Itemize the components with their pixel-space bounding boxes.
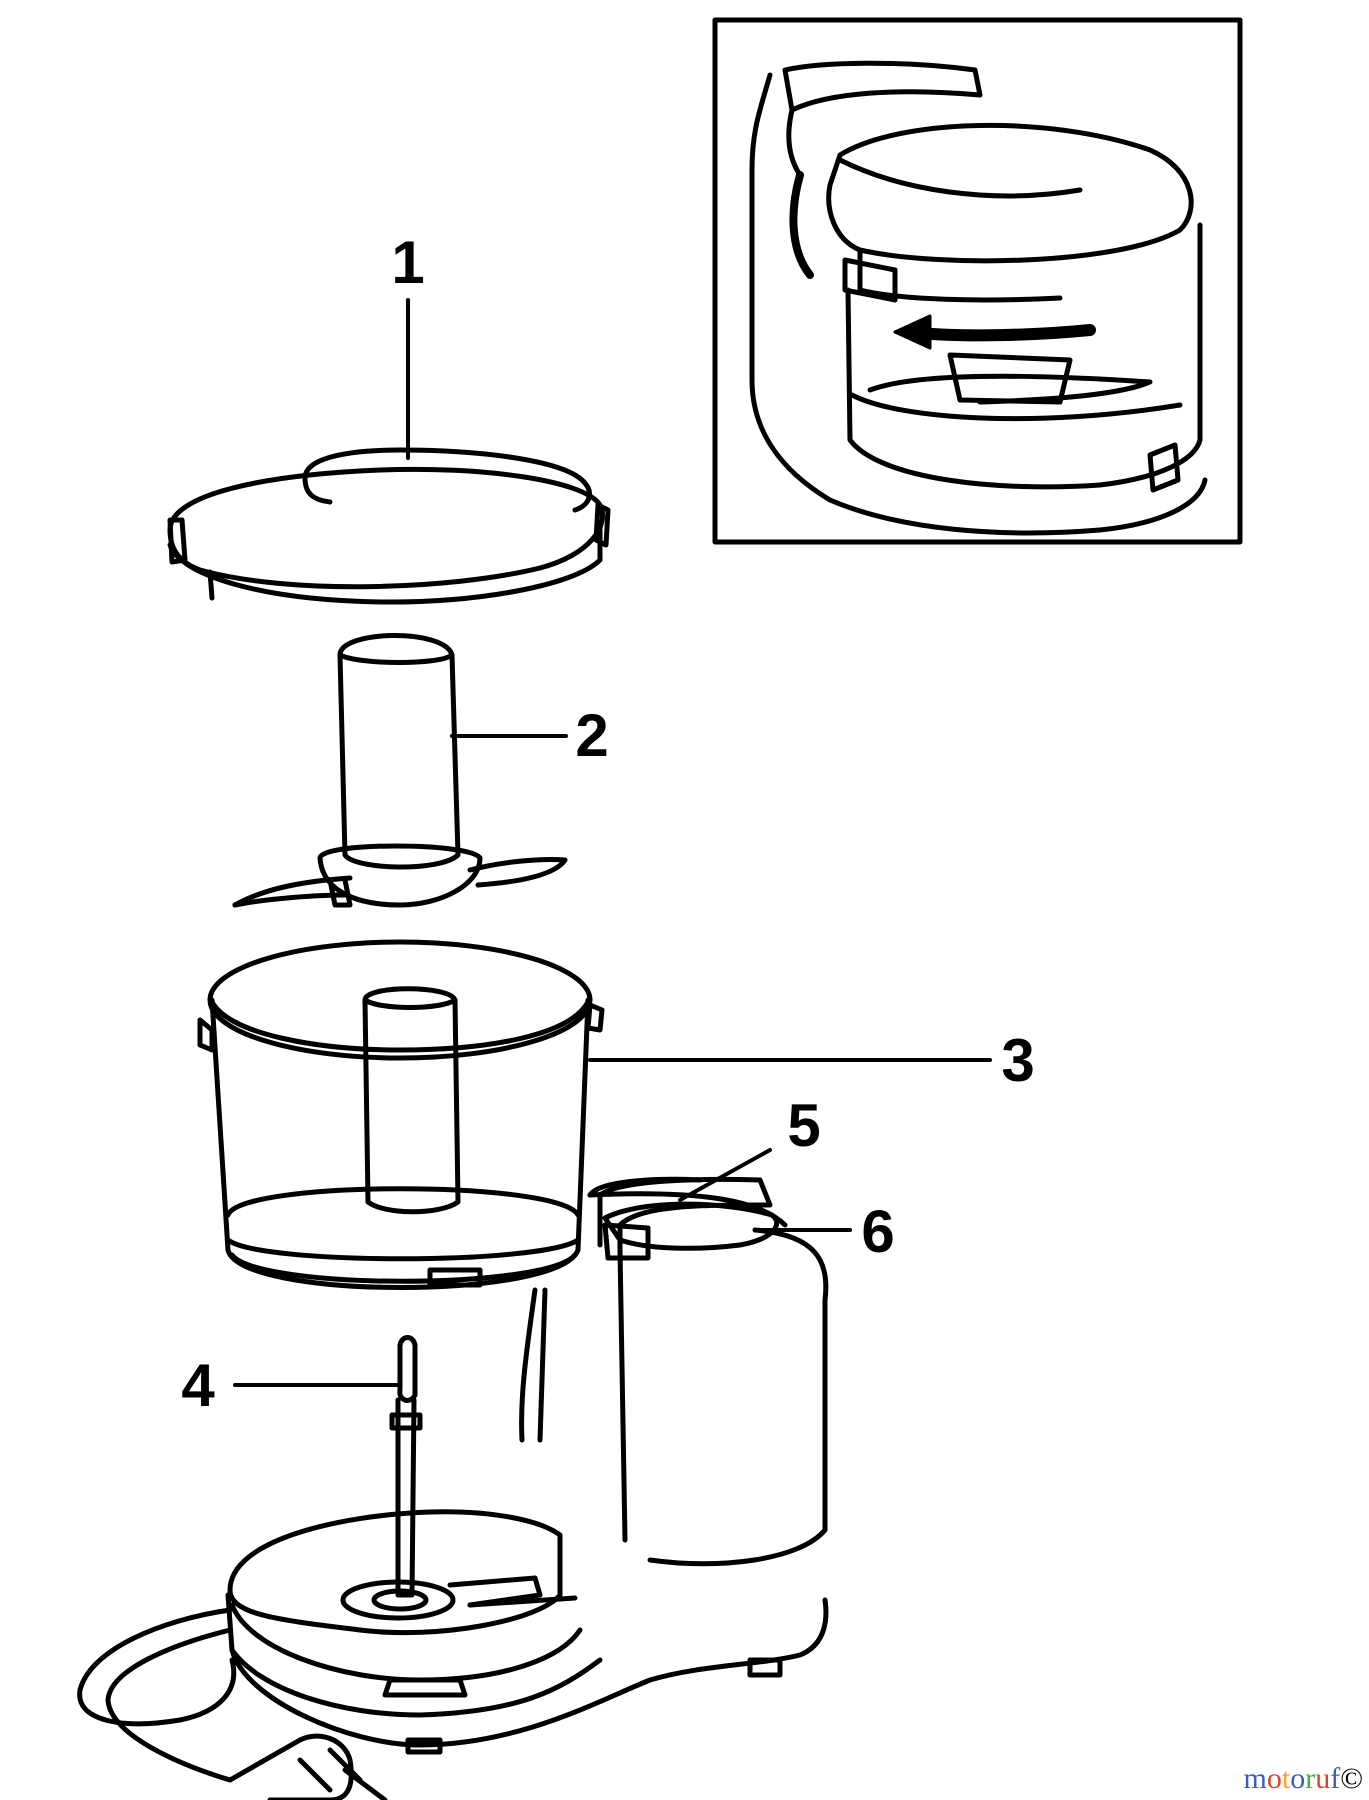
part-blade-assembly (232, 633, 568, 908)
watermark-logo: motoruf© (1244, 1762, 1363, 1796)
watermark-letter: m (1243, 1762, 1267, 1795)
watermark-copyright: © (1340, 1762, 1363, 1795)
watermark-letter: f (1330, 1762, 1341, 1795)
watermark-letter: o (1290, 1762, 1306, 1795)
watermark-letter: u (1315, 1762, 1331, 1795)
callout-1: 1 (391, 229, 424, 296)
callout-4: 4 (181, 1352, 215, 1419)
watermark-letter: o (1266, 1762, 1282, 1795)
part-base (77, 1176, 829, 1800)
callout-3: 3 (1001, 1027, 1034, 1094)
watermark-letter: r (1305, 1762, 1316, 1795)
callout-5: 5 (787, 1092, 820, 1159)
watermark-letter: t (1281, 1762, 1291, 1795)
callout-6: 6 (861, 1198, 894, 1265)
inset-lock-detail (712, 17, 1243, 545)
part-bowl (197, 939, 605, 1290)
part-lid (167, 447, 611, 605)
part-drive-shaft (389, 1335, 423, 1598)
callout-5-leader (678, 1148, 772, 1202)
callout-2: 2 (575, 702, 608, 769)
